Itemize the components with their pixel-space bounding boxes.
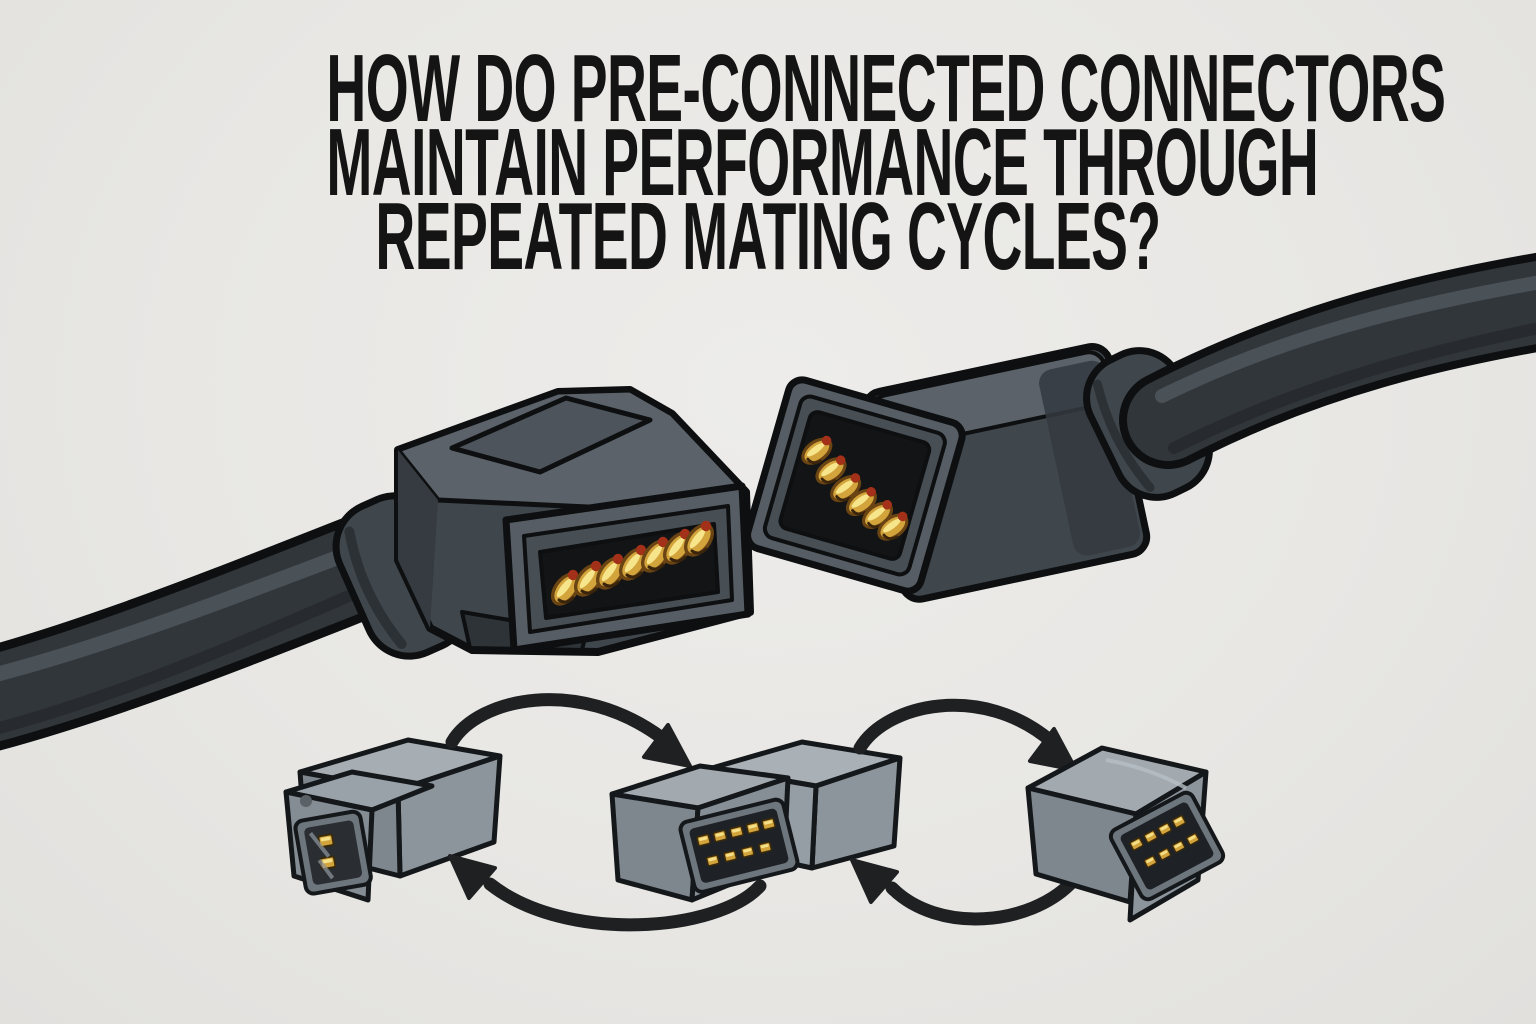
mated-connector-pair-icon	[609, 739, 903, 903]
unmated-connector-icon	[283, 737, 503, 903]
mating-connector-with-cable-icon	[744, 252, 1536, 603]
title-line-2: MAINTAIN PERFORMANCE THROUGH	[326, 109, 1319, 216]
remated-connector-icon	[1025, 745, 1226, 923]
cycle-arrows-right-icon	[850, 698, 1079, 926]
page-title: HOW DO PRE-CONNECTED CONNECTORS MAINTAIN…	[0, 41, 1536, 290]
cycle-arrows-left-icon	[445, 693, 767, 932]
male-connector-with-cable-icon	[0, 386, 754, 751]
mating-cycle-diagram	[283, 693, 1226, 932]
male-connector-face-icon	[502, 482, 752, 654]
title-line-3: REPEATED MATING CYCLES?	[375, 183, 1161, 290]
cable-left-icon	[0, 508, 430, 751]
mating-connector-face-icon	[744, 376, 966, 595]
cable-right-icon	[1119, 252, 1536, 469]
